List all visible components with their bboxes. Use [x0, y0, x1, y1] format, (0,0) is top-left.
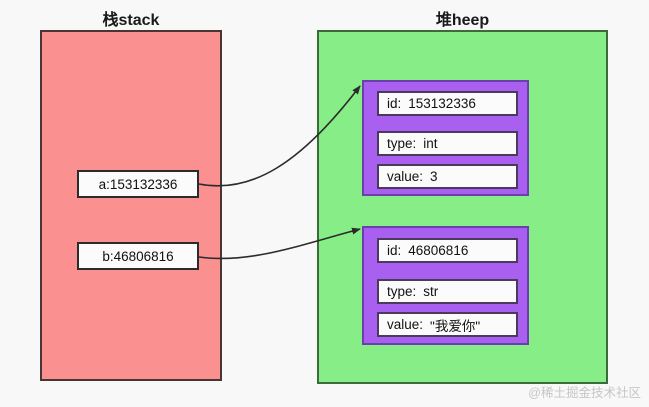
- field-key: id:: [387, 96, 402, 111]
- field-value: int: [423, 136, 438, 151]
- heap-region-title: 堆heep: [435, 12, 490, 29]
- field-value: 3: [430, 169, 438, 184]
- field-key: value:: [387, 169, 424, 184]
- heap-object-str: id: 46806816 type: str value: "我爱你": [362, 226, 529, 345]
- stack-variable-a: a:153132336: [77, 170, 199, 198]
- field-key: value:: [387, 317, 424, 332]
- stack-variable-b: b:46806816: [77, 242, 199, 270]
- heap-object-str-field-type: type: str: [377, 279, 518, 304]
- field-value: "我爱你": [430, 318, 481, 334]
- watermark: @稀土掘金技术社区: [528, 386, 641, 400]
- field-key: type:: [387, 284, 417, 299]
- stack-region-title: 栈stack: [102, 12, 160, 29]
- stack-region: [40, 30, 222, 381]
- heap-object-int-field-value: value: 3: [377, 164, 518, 189]
- field-value: str: [423, 284, 439, 299]
- field-key: id:: [387, 243, 402, 258]
- heap-object-str-field-id: id: 46806816: [377, 238, 518, 263]
- field-value: 46806816: [408, 243, 469, 258]
- heap-object-str-field-value: value: "我爱你": [377, 312, 518, 337]
- field-key: type:: [387, 136, 417, 151]
- heap-object-int-field-type: type: int: [377, 131, 518, 156]
- heap-object-int: id: 153132336 type: int value: 3: [362, 80, 529, 196]
- field-value: 153132336: [408, 96, 476, 111]
- heap-object-int-field-id: id: 153132336: [377, 91, 518, 116]
